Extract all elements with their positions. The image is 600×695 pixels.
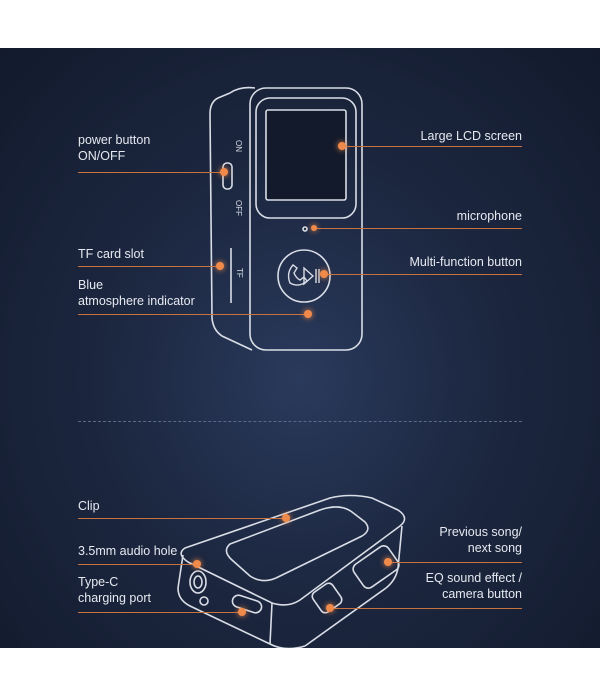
leader-tf [78, 266, 220, 267]
marker-clip [282, 514, 290, 522]
phone-play-icon [287, 264, 320, 286]
marker-lcd [338, 142, 346, 150]
marker-power [220, 168, 228, 176]
marker-audio [193, 560, 201, 568]
device-illustrations: ON OFF TF [177, 86, 406, 648]
leader-prev-next [388, 562, 522, 563]
marker-tf [216, 262, 224, 270]
leader-multifunction [324, 274, 522, 275]
marker-prev-next [384, 558, 392, 566]
label-audio-hole: 3.5mm audio hole [78, 544, 178, 558]
leader-lcd [342, 146, 522, 147]
section-divider [78, 421, 522, 422]
on-print: ON [234, 140, 243, 152]
marker-mic [311, 225, 317, 231]
label-multifunction-button: Multi-function button [409, 255, 522, 269]
label-clip: Clip [78, 499, 100, 513]
label-eq-camera-button: EQ sound effect /camera button [425, 571, 522, 601]
leader-mic [314, 228, 522, 229]
tf-print: TF [235, 268, 244, 278]
leader-typec [78, 612, 242, 613]
label-microphone: microphone [456, 209, 522, 223]
marker-typec [238, 608, 246, 616]
leader-clip [78, 518, 284, 519]
off-print: OFF [234, 200, 243, 216]
leader-audio [78, 564, 196, 565]
device-front-view [209, 86, 363, 351]
label-tf-slot: TF card slot [78, 247, 144, 261]
marker-eq [326, 604, 334, 612]
marker-multifunction [320, 270, 328, 278]
leader-power [78, 172, 224, 173]
marker-blue [304, 310, 312, 318]
label-lcd-screen: Large LCD screen [420, 129, 522, 143]
label-previous-next-song: Previous song/next song [439, 525, 522, 555]
leader-eq [330, 608, 522, 609]
leader-blue [78, 314, 308, 315]
